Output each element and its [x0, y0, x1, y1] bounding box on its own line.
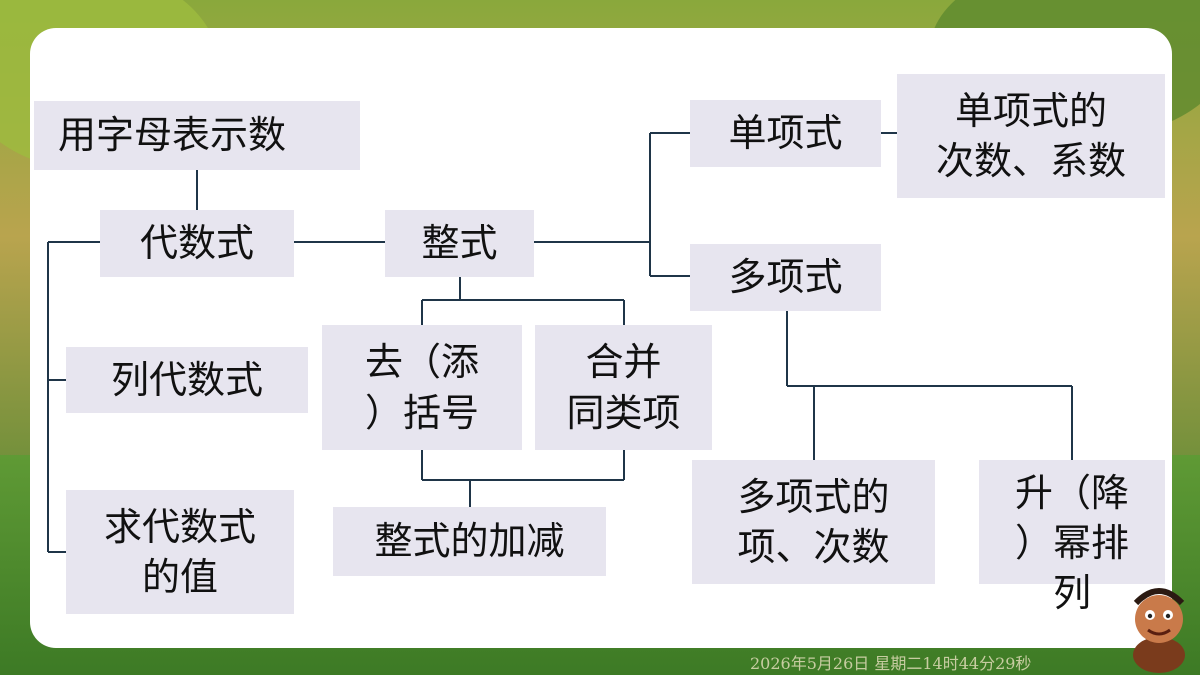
- node-integral-expression: 整式: [385, 210, 534, 277]
- timestamp-watermark: 2026年5月26日 星期二14时44分29秒: [750, 654, 1032, 673]
- node-letters: 用字母表示数: [34, 101, 360, 170]
- node-algebraic-expression: 代数式: [100, 210, 294, 277]
- node-evaluate-expression: 求代数式 的值: [66, 490, 294, 614]
- node-polynomial: 多项式: [690, 244, 881, 311]
- node-monomial-degree: 单项式的 次数、系数: [897, 74, 1165, 198]
- node-list-expression: 列代数式: [66, 347, 308, 413]
- node-monomial: 单项式: [690, 100, 881, 167]
- cartoon-character-icon: [1133, 588, 1185, 673]
- node-remove-brackets: 去（添 ）括号: [322, 325, 522, 450]
- node-ascending-descending: 升（降 ）幂排 列: [979, 460, 1165, 615]
- node-polynomial-terms: 多项式的 项、次数: [692, 460, 935, 584]
- node-add-subtract: 整式的加减: [333, 507, 606, 576]
- node-combine-like-terms: 合并 同类项: [535, 325, 712, 450]
